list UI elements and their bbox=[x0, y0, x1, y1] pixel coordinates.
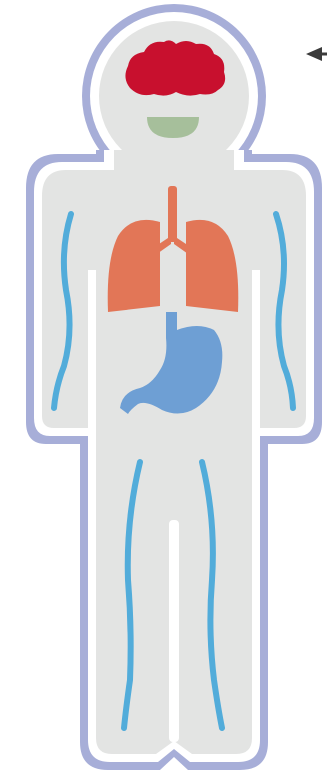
pointer-arrow-icon bbox=[306, 47, 327, 61]
right-arm-gap bbox=[252, 270, 260, 436]
left-arm-gap bbox=[88, 270, 96, 436]
leg-gap bbox=[169, 520, 179, 742]
